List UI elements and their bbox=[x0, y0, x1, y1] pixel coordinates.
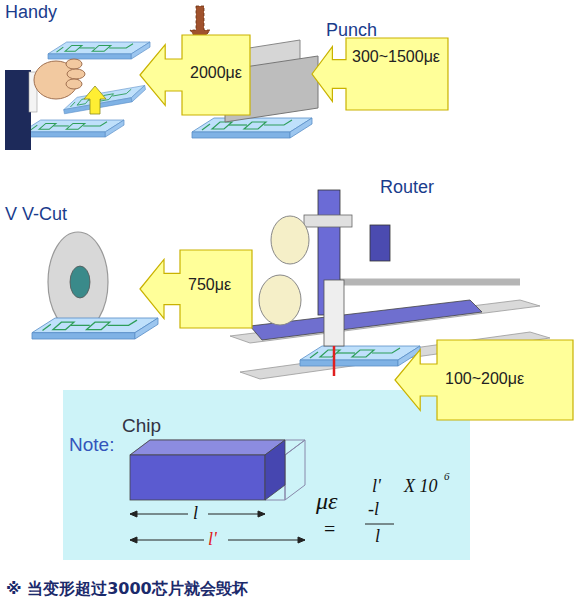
method-name: Punch bbox=[326, 20, 377, 41]
formula-term: με bbox=[316, 488, 338, 516]
strain-value: 2000με bbox=[190, 64, 242, 82]
strain-callout: 2000με bbox=[140, 35, 250, 115]
callout-arrow-outline bbox=[140, 35, 250, 115]
formula-term: -l bbox=[368, 499, 379, 520]
formula-term: l bbox=[193, 503, 198, 524]
formula-term: = bbox=[324, 518, 335, 541]
punch-figure bbox=[190, 6, 318, 138]
formula-term: 6 bbox=[444, 470, 450, 483]
formula-term: X 10 bbox=[404, 476, 438, 497]
formula-term: l bbox=[375, 526, 380, 547]
callout-arrow-outline bbox=[312, 38, 448, 110]
strain-callout: 100~200με bbox=[395, 340, 573, 420]
v-cut-figure bbox=[32, 232, 158, 339]
formula-term: l' bbox=[372, 476, 381, 497]
hand-break-figure bbox=[5, 42, 150, 150]
caption-note: ※ 当变形超过3000芯片就会毁坏 bbox=[6, 580, 248, 598]
strain-callout: 300~1500με bbox=[312, 38, 448, 110]
callout-arrow-outline bbox=[140, 250, 252, 328]
strain-value: 100~200με bbox=[445, 370, 524, 388]
strain-value: 300~1500με bbox=[352, 48, 440, 66]
note-heading: Note: bbox=[69, 434, 114, 456]
strain-callout: 750με bbox=[140, 250, 252, 328]
method-name: V V-Cut bbox=[5, 204, 67, 225]
method-name: Router bbox=[380, 177, 434, 198]
method-name: Handy bbox=[5, 2, 57, 23]
part-name: Chip bbox=[122, 415, 161, 437]
formula-term: l' bbox=[208, 529, 217, 550]
strain-value: 750με bbox=[188, 276, 231, 294]
